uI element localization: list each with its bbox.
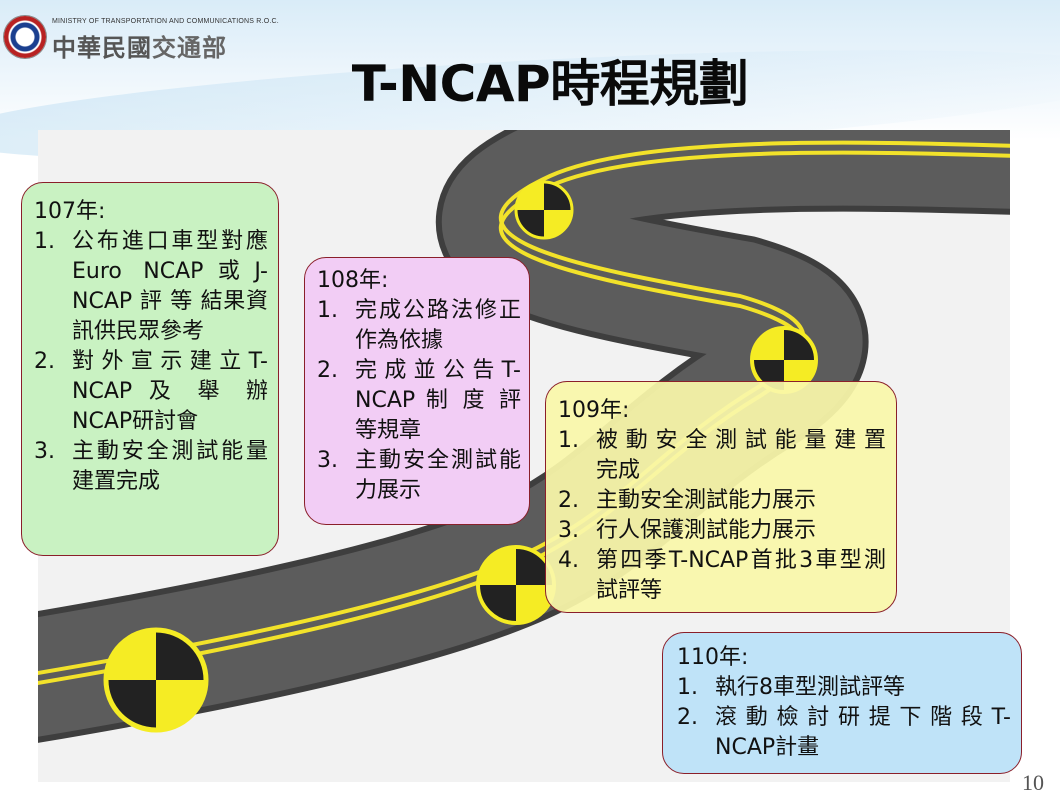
item-text: 第四季T-NCAP首批3車型測試評等: [596, 548, 886, 603]
crash-test-marker-icon: [103, 627, 209, 733]
logo-zh-part1: 中華民國: [52, 33, 152, 62]
milestone-year: 109年:: [558, 398, 630, 423]
item-number: 3.: [34, 439, 55, 464]
item-text: 行人保護測試能力展示: [596, 518, 817, 543]
milestone-item: 1. 執行8車型測試評等: [677, 673, 1011, 703]
item-text: 主動安全測試能力展示: [355, 448, 521, 503]
milestone-year: 110年:: [677, 645, 749, 670]
ministry-emblem-icon: [4, 16, 46, 58]
item-text: 主動安全測試能力展示: [596, 488, 817, 513]
item-text: 完成並公告T-NCAP 制 度 評等規章: [355, 358, 521, 443]
crash-test-marker-icon: [750, 326, 818, 394]
milestone-list: 1. 被 動 安 全 測 試 能 量 建 置完成 2. 主動安全測試能力展示 3. 行…: [558, 426, 886, 606]
milestone-item: 4. 第四季T-NCAP首批3車型測試評等: [558, 546, 886, 606]
item-text: 完成公路法修正作為依據: [355, 298, 521, 353]
item-text: 執行8車型測試評等: [715, 675, 905, 700]
item-text: 主動安全測試能量建置完成: [72, 439, 268, 494]
item-text: 公布進口車型對應Euro NCAP或J-NCAP 評 等 結果資訊供民眾參考: [72, 229, 268, 344]
milestone-year: 107年:: [34, 199, 106, 224]
milestone-year: 108年:: [317, 268, 389, 293]
milestone-box-110: 110年: 1. 執行8車型測試評等 2. 滾 動 檢 討 研 提 下 階 段 T-…: [662, 632, 1022, 774]
logo-english-text: MINISTRY OF TRANSPORTATION AND COMMUNICA…: [52, 18, 279, 25]
milestone-box-109: 109年: 1. 被 動 安 全 測 試 能 量 建 置完成 2. 主動安全測試能力…: [545, 381, 897, 613]
item-number: 4.: [558, 548, 579, 573]
item-number: 2.: [317, 358, 338, 383]
milestone-box-108: 108年: 1. 完成公路法修正作為依據 2. 完成並公告T-NCAP 制 度 評等…: [304, 257, 530, 525]
milestone-item: 1. 被 動 安 全 測 試 能 量 建 置完成: [558, 426, 886, 486]
crash-test-marker-icon: [476, 545, 556, 625]
item-number: 3.: [558, 518, 579, 543]
logo-chinese-text: 中華民國交通部: [52, 28, 227, 63]
milestone-box-107: 107年: 1. 公布進口車型對應Euro NCAP或J-NCAP 評 等 結果資…: [21, 182, 279, 556]
item-text: 被 動 安 全 測 試 能 量 建 置完成: [596, 428, 886, 483]
item-number: 2.: [34, 349, 55, 374]
logo-zh-part2: 交通部: [152, 33, 227, 62]
item-number: 1.: [558, 428, 579, 453]
item-text: 對外宣示建立T-NCAP 及 舉 辦NCAP研討會: [72, 349, 268, 434]
road-centerline-1: [38, 140, 1010, 675]
road-surface: [38, 130, 1010, 737]
page-title: T-NCAP時程規劃: [351, 55, 749, 113]
milestone-list: 1. 完成公路法修正作為依據 2. 完成並公告T-NCAP 制 度 評等規章 3. 主…: [317, 296, 521, 506]
item-number: 1.: [677, 675, 698, 700]
item-number: 2.: [677, 705, 698, 730]
milestone-item: 3. 主動安全測試能力展示: [317, 446, 521, 506]
milestone-list: 1. 執行8車型測試評等 2. 滾 動 檢 討 研 提 下 階 段 T-NCAP計畫: [677, 673, 1011, 763]
crash-test-marker-icon: [514, 180, 574, 240]
milestone-item: 2. 對外宣示建立T-NCAP 及 舉 辦NCAP研討會: [34, 347, 268, 437]
page-number: 10: [1022, 770, 1044, 795]
milestone-item: 2. 完成並公告T-NCAP 制 度 評等規章: [317, 356, 521, 446]
milestone-item: 2. 滾 動 檢 討 研 提 下 階 段 T-NCAP計畫: [677, 703, 1011, 763]
milestone-item: 1. 完成公路法修正作為依據: [317, 296, 521, 356]
milestone-item: 1. 公布進口車型對應Euro NCAP或J-NCAP 評 等 結果資訊供民眾參考: [34, 227, 268, 347]
item-number: 1.: [317, 298, 338, 323]
item-number: 3.: [317, 448, 338, 473]
item-text: 滾 動 檢 討 研 提 下 階 段 T-NCAP計畫: [715, 705, 1011, 760]
item-number: 1.: [34, 229, 55, 254]
ministry-logo: MINISTRY OF TRANSPORTATION AND COMMUNICA…: [4, 14, 279, 64]
milestone-item: 2. 主動安全測試能力展示: [558, 486, 886, 516]
milestone-list: 1. 公布進口車型對應Euro NCAP或J-NCAP 評 等 結果資訊供民眾參考…: [34, 227, 268, 497]
milestone-item: 3. 主動安全測試能量建置完成: [34, 437, 268, 497]
milestone-item: 3. 行人保護測試能力展示: [558, 516, 886, 546]
item-number: 2.: [558, 488, 579, 513]
